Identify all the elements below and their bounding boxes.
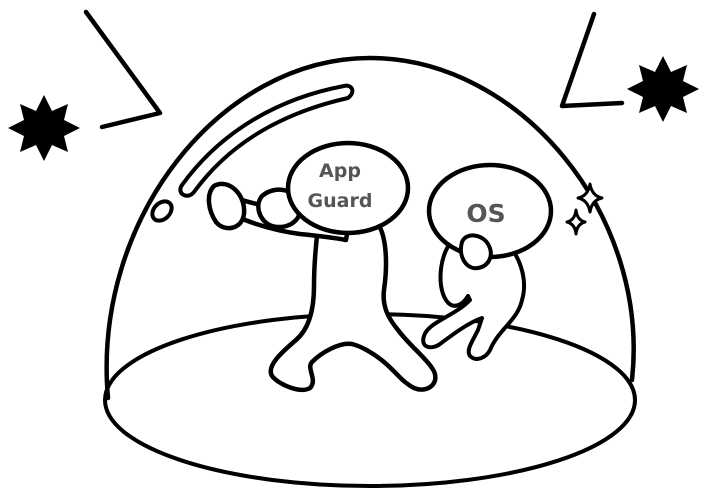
impact-line-right bbox=[559, 11, 625, 109]
os-label: OS bbox=[466, 199, 505, 228]
guard-label-line1: App bbox=[319, 160, 361, 182]
os-hands bbox=[459, 233, 493, 271]
dome-highlight-dot bbox=[150, 199, 174, 223]
guard-hand-palm bbox=[206, 181, 247, 231]
sparkle-icon bbox=[565, 208, 587, 236]
os-body bbox=[421, 236, 526, 361]
guard-body bbox=[268, 209, 438, 393]
impact-burst-icon bbox=[627, 56, 699, 122]
dome-highlight bbox=[178, 83, 355, 198]
app-guard-character: App Guard bbox=[206, 140, 438, 393]
glass-dome bbox=[104, 55, 636, 401]
sparkle-icon bbox=[576, 182, 604, 214]
impact-line-left bbox=[83, 9, 163, 130]
os-character: OS bbox=[421, 162, 554, 361]
guard-head bbox=[285, 140, 411, 236]
guard-label-line2: Guard bbox=[308, 190, 373, 212]
impact-burst-icon bbox=[8, 95, 80, 161]
